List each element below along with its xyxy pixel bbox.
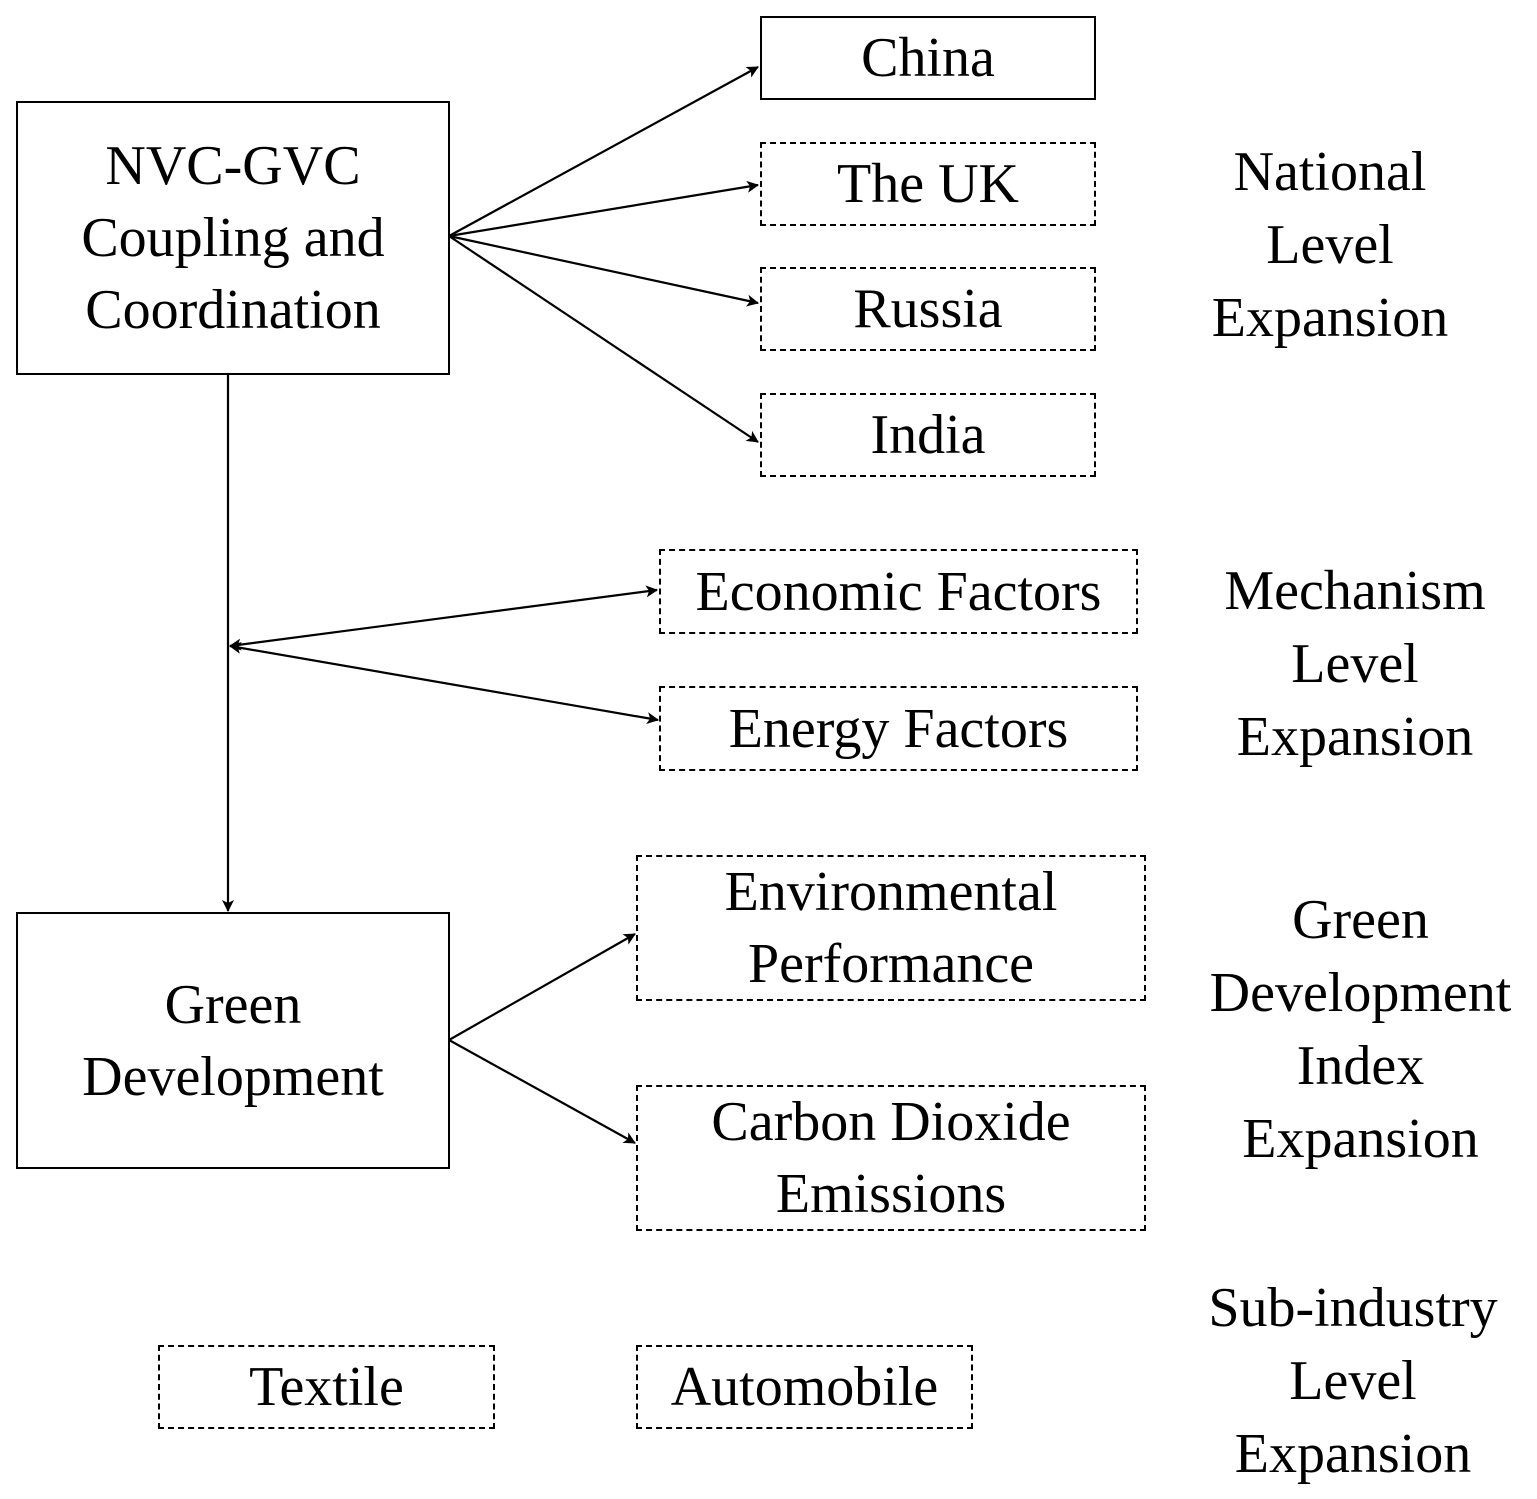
arrow-to-india [448,235,759,443]
sub-industry-level-expansion-label: Sub-industry Level Expansion [1208,1277,1498,1485]
nvc-gvc-coupling-box: NVC-GVC Coupling and Coordination [16,101,450,375]
green-development-box: Green Development [16,912,450,1169]
arrow-to-co2-emissions [448,1039,636,1144]
economic-factors-label: Economic Factors [695,560,1102,623]
green-development-label: Green Development [82,973,384,1108]
environmental-performance-box: Environmental Performance [636,855,1146,1001]
nvc-gvc-coupling-label: NVC-GVC Coupling and Coordination [81,135,385,341]
china-box: China [760,16,1096,100]
arrow-energy-factors [229,641,659,725]
arrow-to-uk [448,180,759,238]
co2-emissions-label: Carbon Dioxide Emissions [711,1091,1071,1225]
uk-label: The UK [837,153,1019,215]
arrow-to-china [448,66,759,237]
arrow-to-russia [448,234,759,307]
uk-box: The UK [760,142,1096,226]
textile-box: Textile [158,1345,495,1429]
india-label: India [870,404,986,466]
automobile-label: Automobile [670,1356,939,1418]
mechanism-level-expansion-label: Mechanism Level Expansion [1224,560,1486,768]
automobile-box: Automobile [636,1345,973,1429]
national-level-expansion-label: National Level Expansion [1211,141,1449,349]
co2-emissions-box: Carbon Dioxide Emissions [636,1085,1146,1231]
textile-label: Textile [249,1356,404,1418]
energy-factors-label: Energy Factors [728,697,1069,760]
russia-label: Russia [853,278,1003,340]
russia-box: Russia [760,267,1096,351]
economic-factors-box: Economic Factors [659,549,1138,634]
arrow-to-environmental-performance [448,933,636,1041]
energy-factors-box: Energy Factors [659,686,1138,771]
china-label: China [861,27,995,89]
india-box: India [760,393,1096,477]
green-development-index-expansion-label: Green Development Index Expansion [1209,889,1512,1170]
arrow-economic-factors [229,585,658,651]
environmental-performance-label: Environmental Performance [724,861,1058,995]
